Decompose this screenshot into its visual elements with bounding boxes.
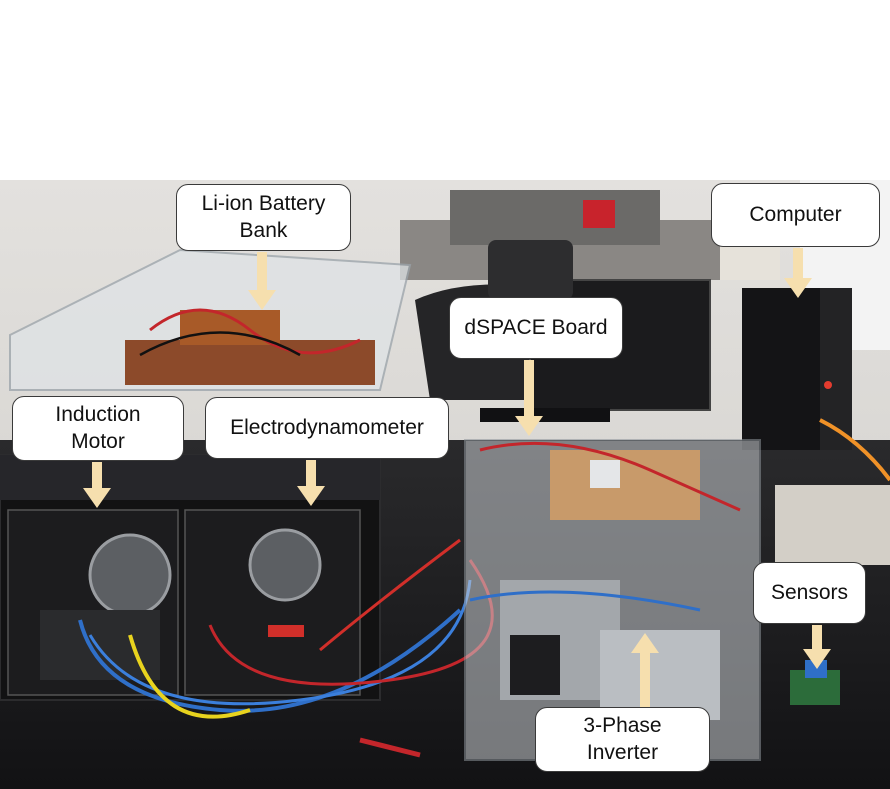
power-supply <box>775 485 890 565</box>
blue-cables-2 <box>88 579 472 706</box>
red-cables-2 <box>319 538 461 652</box>
label-sensors: Sensors <box>753 562 866 624</box>
label-computer: Computer <box>711 183 880 247</box>
red-lead-floor <box>359 737 421 758</box>
keyboard <box>480 408 610 422</box>
orange-cable <box>819 418 890 482</box>
label-dspace-board: dSPACE Board <box>449 297 623 359</box>
battery-wires <box>149 308 361 355</box>
motor-flywheel <box>88 533 172 617</box>
inverter-heatsink-fins <box>600 630 720 720</box>
arrow-inverter-icon <box>631 633 659 707</box>
label-3-phase-inverter: 3-Phase Inverter <box>535 707 710 772</box>
label-electrodynamometer: Electrodynamometer <box>205 397 449 459</box>
computer-tower-side <box>820 288 852 450</box>
dynamometer-flywheel <box>248 528 322 602</box>
arrow-computer-icon <box>784 248 812 298</box>
dspace-pcb <box>550 450 700 520</box>
arrow-sensors-icon <box>803 625 831 669</box>
sensor-module <box>805 660 827 678</box>
dynamometer-panel <box>184 509 361 696</box>
blue-cables <box>78 608 462 713</box>
red-box <box>583 200 615 228</box>
arrow-motor-icon <box>83 462 111 508</box>
label-battery-bank: Li-ion Battery Bank <box>176 184 351 251</box>
battery-cells <box>125 340 375 385</box>
dspace-relay <box>590 460 620 488</box>
dynamometer-display <box>268 625 304 637</box>
motor-face-lower <box>40 610 160 680</box>
back-bench-clutter <box>450 190 660 245</box>
inverter-wires <box>479 441 741 512</box>
lab-setup-photo <box>0 180 890 789</box>
inverter-wires-blue <box>469 590 701 612</box>
arrow-dynamometer-icon <box>297 460 325 506</box>
yellow-cables <box>128 634 251 719</box>
arrow-battery-icon <box>248 252 276 310</box>
tower-light <box>824 381 832 389</box>
back-chair <box>488 240 573 300</box>
label-induction-motor: Induction Motor <box>12 396 184 461</box>
arrow-dspace-icon <box>515 360 543 436</box>
battery-wires-2 <box>139 331 301 357</box>
inverter-capacitors <box>510 635 560 695</box>
